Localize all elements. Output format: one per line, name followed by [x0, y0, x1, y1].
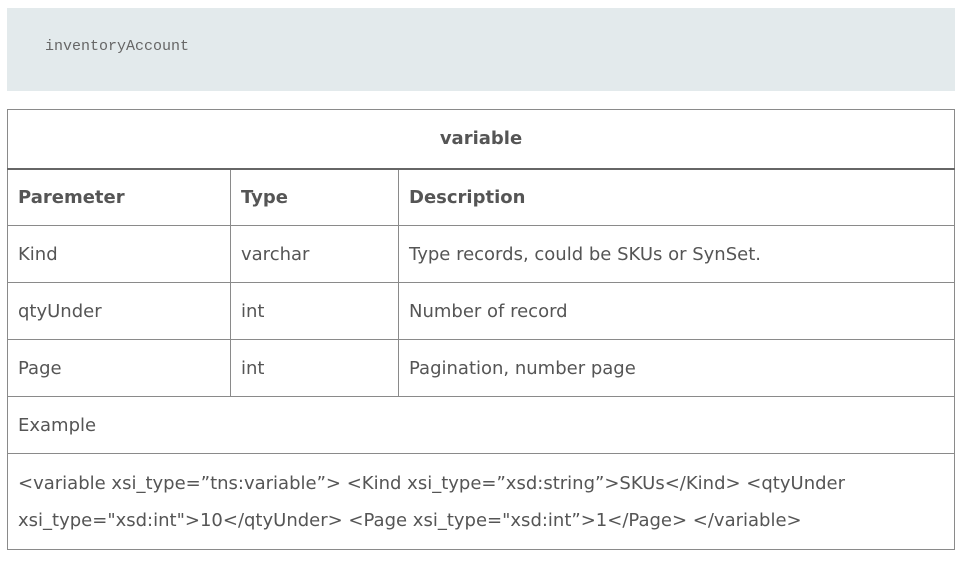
parameters-table: variable Paremeter Type Description Kind… [7, 109, 955, 550]
table-row: qtyUnder int Number of record [7, 282, 955, 340]
cell-parameter: Kind [7, 225, 231, 283]
header-parameter: Paremeter [7, 168, 231, 226]
cell-parameter: qtyUnder [7, 282, 231, 340]
cell-description: Type records, could be SKUs or SynSet. [398, 225, 955, 283]
table-row: Page int Pagination, number page [7, 339, 955, 397]
table-title-row: variable [7, 109, 955, 170]
cell-type: varchar [230, 225, 399, 283]
example-label-row: Example [7, 396, 955, 454]
cell-description: Pagination, number page [398, 339, 955, 397]
header-type: Type [230, 168, 399, 226]
code-text: inventoryAccount [45, 38, 190, 55]
cell-description: Number of record [398, 282, 955, 340]
header-description: Description [398, 168, 955, 226]
table-header-row: Paremeter Type Description [7, 168, 955, 226]
cell-type: int [230, 339, 399, 397]
cell-parameter: Page [7, 339, 231, 397]
table-row: Kind varchar Type records, could be SKUs… [7, 225, 955, 283]
table-title: variable [7, 109, 955, 170]
example-label: Example [7, 396, 955, 454]
cell-type: int [230, 282, 399, 340]
example-code: <variable xsi_type=”tns:variable”> <Kind… [7, 453, 955, 550]
example-code-row: <variable xsi_type=”tns:variable”> <Kind… [7, 453, 955, 550]
code-block: inventoryAccount [7, 8, 955, 91]
